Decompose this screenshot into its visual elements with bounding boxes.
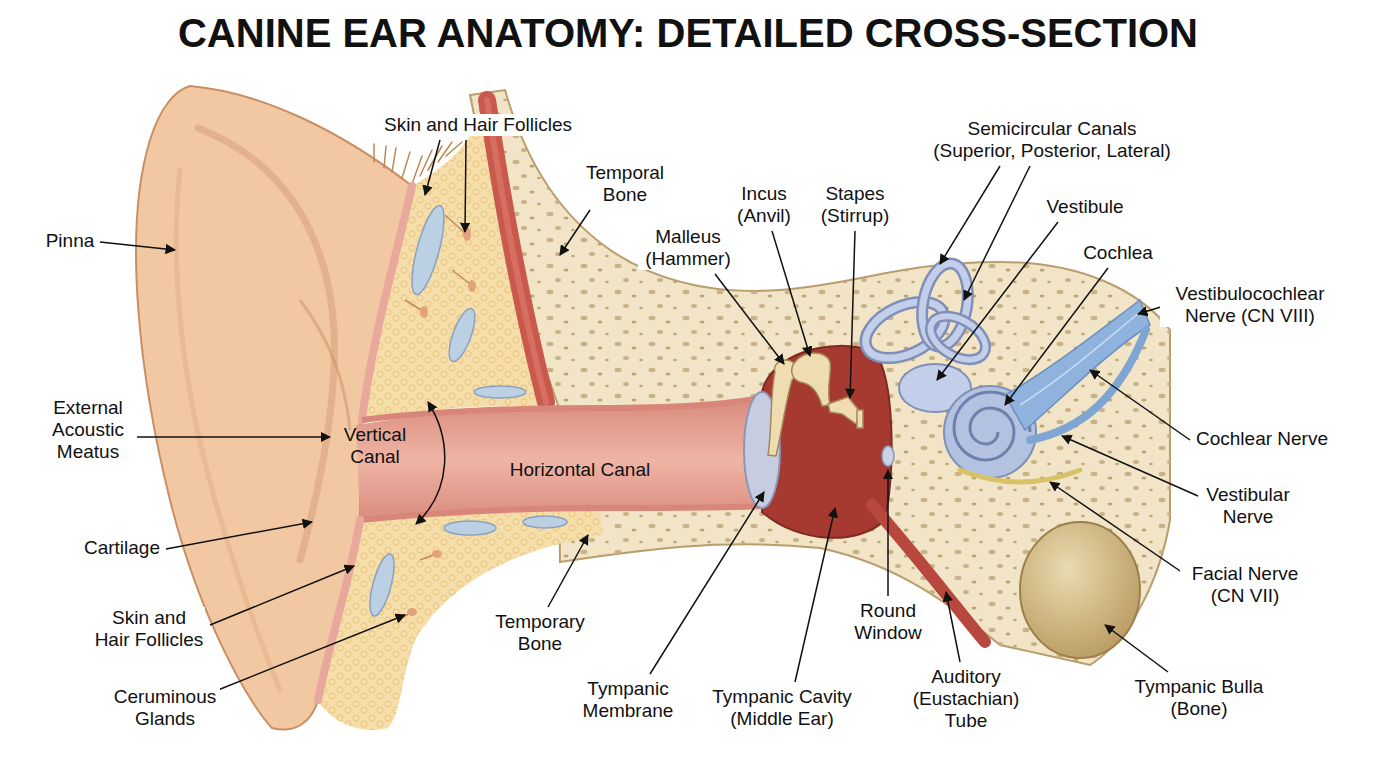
leader-line [100,242,175,250]
part-label: External Acoustic Meatus [43,397,133,463]
ossicles [768,353,863,456]
leader-line [137,436,330,438]
part-label: Vestibulocochlear Nerve (CN VIII) [1160,283,1340,327]
leader-line [795,508,835,682]
nerves [960,470,1080,482]
round-window [882,446,894,466]
inner-ear [857,290,953,369]
cartilage-plates [523,516,567,528]
muscle-strip [487,100,546,402]
ear-canal [360,506,760,520]
hair-follicles [407,608,417,616]
ear-canal [356,400,760,520]
leader-line [548,535,588,607]
leader-line [100,140,1198,690]
cartilage-plates [474,386,526,398]
leader-line [416,402,445,524]
part-label: Tympanic Cavity (Middle Ear) [707,686,857,730]
nerves [1030,330,1146,440]
leader-line [772,231,810,356]
part-label: Stapes (Stirrup) [813,183,898,227]
soft-tissue [318,510,602,730]
temporal-bone [470,90,1170,665]
ear-canal [362,186,412,420]
ossicles [792,353,831,406]
part-label: Auditory (Eustachian) Tube [909,666,1024,732]
part-label: Tympanic Bulla (Bone) [1129,676,1269,720]
leader-line [560,210,590,255]
part-label: Vestibular Nerve [1198,484,1298,528]
cartilage-plates [365,552,399,618]
leader-line [1090,370,1190,440]
inner-ear [923,307,993,368]
leader-line [650,492,764,674]
part-label: Pinna [46,230,95,252]
muscle-strip [487,100,546,402]
part-label: Malleus (Hammer) [638,226,738,270]
part-label: Cochlea [1083,242,1153,264]
inner-ear [916,260,974,350]
hair-follicles [468,280,476,292]
part-label: Cartilage [84,537,160,559]
hair-follicles [463,227,471,241]
leader-line [1005,268,1108,405]
leader-line [940,166,1000,264]
inner-ear [857,290,953,369]
ear-canal [318,520,360,700]
nerves [1020,312,1140,405]
leader-line [887,470,889,596]
leader-line [166,522,312,549]
leader-line [210,566,354,625]
part-label: Vestibule [1046,196,1123,218]
leader-line [946,592,960,662]
part-label: Cochlear Nerve [1196,428,1328,450]
leader-line [715,274,784,364]
leader-line [218,615,405,690]
pinna [300,300,350,430]
part-label: Round Window [848,600,928,644]
part-label: Semicircular Canals (Superior, Posterior… [928,118,1176,162]
leader-line [425,140,440,195]
part-label: Ceruminous Glands [110,686,220,730]
soft-tissue [318,510,602,730]
inner-ear [923,307,993,368]
cartilage-plates [444,521,496,535]
nerves [960,300,1150,482]
leader-line [1062,436,1198,496]
leader-line [465,140,466,232]
part-label: Temporary Bone [490,611,590,655]
cartilage-plates [444,306,480,365]
leader-line [964,166,1030,300]
pinna [198,128,334,560]
inner-ear [916,260,974,350]
part-label: Temporal Bone [578,162,673,206]
muscle-strip [487,100,546,402]
part-label: Tympanic Membrane [578,678,678,722]
leader-line [850,231,855,398]
cartilage-plates [405,203,450,298]
leader-line [1050,482,1186,575]
leader-line [937,222,1058,380]
part-label: Horizontal Canal [510,459,650,481]
diagram-title: CANINE EAR ANATOMY: DETAILED CROSS-SECTI… [0,10,1376,56]
temporal-bone [470,90,1170,665]
part-label: Skin and Hair Follicles [93,607,205,651]
ossicles [857,410,863,428]
round-window [882,446,894,466]
middle-ear-cavity [762,346,985,642]
hair-follicles [420,306,428,318]
part-label: Vertical Canal [333,424,418,468]
leader-line [1105,625,1168,672]
part-label: Facial Nerve (CN VII) [1180,563,1310,607]
part-label: Incus (Anvil) [729,183,799,227]
ear-canal [362,398,760,420]
temporal-bone [470,90,1170,665]
hair-follicles [432,550,442,558]
part-label: Skin and Hair Follicles [384,114,572,136]
